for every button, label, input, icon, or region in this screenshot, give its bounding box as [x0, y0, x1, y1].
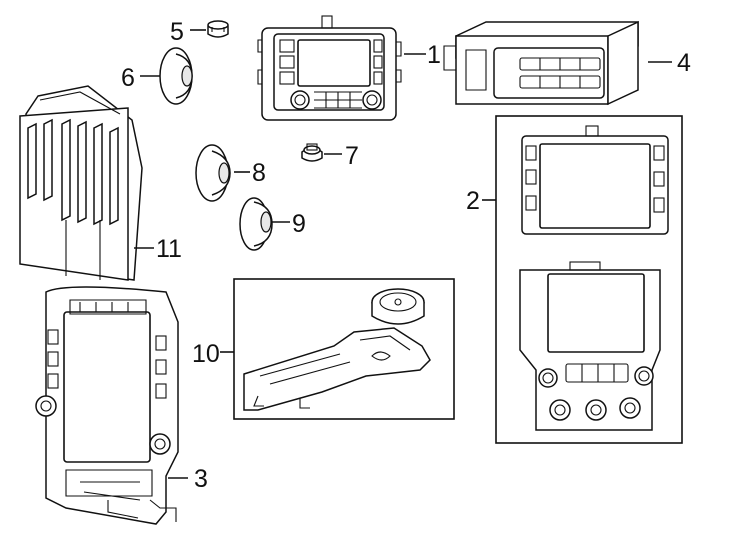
callout-2: 2: [466, 187, 480, 215]
callout-1: 1: [427, 41, 441, 69]
part-2-box: [495, 115, 683, 444]
part-10-cap: [371, 288, 425, 325]
part-2-display-lower: [519, 261, 661, 431]
part-8-speaker: [195, 144, 231, 202]
part-4-module: [443, 20, 639, 106]
part-1-radio: [257, 15, 402, 121]
callout-10: 10: [192, 340, 220, 368]
callout-9: 9: [292, 210, 306, 238]
part-10-box: [233, 278, 455, 420]
callout-3: 3: [194, 465, 208, 493]
heatsink-fins: [27, 118, 119, 226]
callout-6: 6: [121, 64, 135, 92]
part-7-button: [301, 143, 323, 162]
callout-4: 4: [677, 49, 691, 77]
part-3-bezel: [35, 286, 179, 525]
callout-7: 7: [345, 142, 359, 170]
callout-11: 11: [156, 235, 182, 263]
part-2-display-upper: [521, 125, 669, 235]
part-5-knob: [207, 20, 229, 38]
part-11-module: [19, 85, 143, 281]
part-9-speaker: [239, 197, 273, 251]
callout-8: 8: [252, 159, 266, 187]
part-10-bracket: [243, 327, 431, 411]
callout-5: 5: [170, 18, 184, 46]
part-6-speaker: [159, 47, 193, 105]
